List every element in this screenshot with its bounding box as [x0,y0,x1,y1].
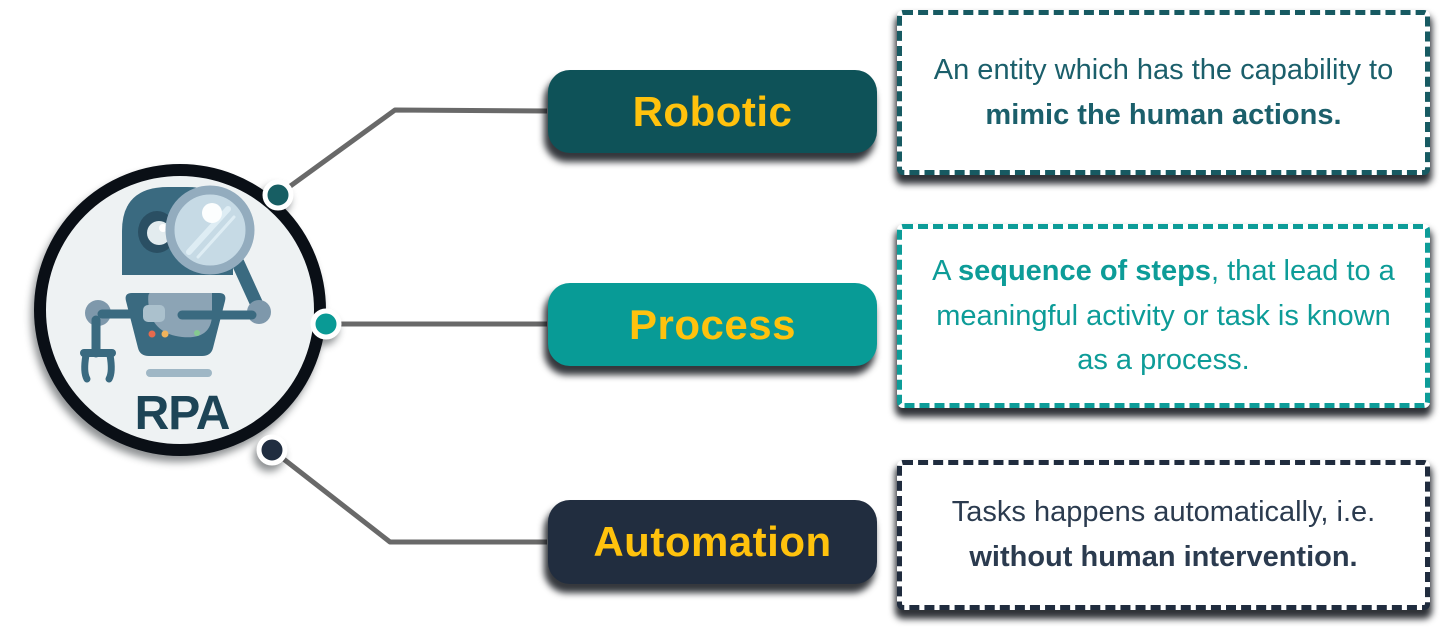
robot-panel-screen [143,305,165,322]
branch-label-automation: Automation [593,518,832,565]
definition-box-automation: Tasks happens automatically, i.e. withou… [897,460,1430,610]
branch-dot-automation [256,434,288,466]
robot-base-bar [146,369,212,377]
robot-eye-highlight [159,224,167,232]
connector-robotic [276,107,548,198]
branch-label-robotic: Robotic [632,87,793,135]
branch-label-process: Process [629,300,796,348]
connector-automation [270,448,547,545]
branch-dot-process [310,308,342,340]
branch-box-robotic: Robotic [548,70,877,153]
rpa-hub-circle: RPA [34,164,342,466]
indicator-light-yellow [161,330,169,338]
branch-dot-robotic [262,179,294,211]
robot-illustration [80,185,271,383]
robot-claw [80,349,116,383]
indicator-light-green [194,330,200,336]
branch-box-process: Process [548,283,877,366]
definition-text-robotic: An entity which has the capability to mi… [933,53,1394,131]
definition-text-process: A sequence of steps, that lead to a mean… [932,254,1395,377]
indicator-light-red [148,330,156,338]
rpa-hub-label: RPA [135,387,230,440]
definition-text-automation: Tasks happens automatically, i.e. withou… [951,496,1376,573]
magnifier-icon [165,185,255,275]
branch-box-automation: Automation [548,500,877,584]
definition-box-process: A sequence of steps, that lead to a mean… [897,224,1430,408]
definition-box-robotic: An entity which has the capability to mi… [897,10,1430,175]
